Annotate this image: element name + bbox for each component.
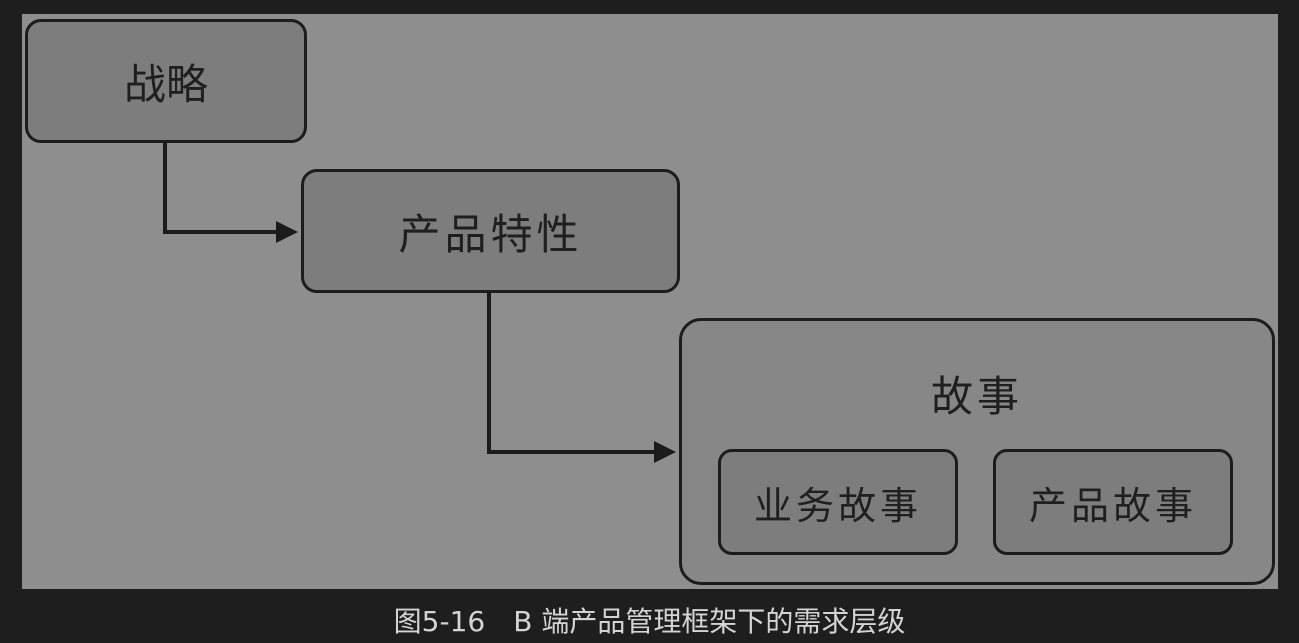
arrow-feature-to-story [487,293,662,454]
arrowhead-feature [276,221,298,243]
node-story: 故事 业务故事 产品故事 [679,318,1275,585]
node-business-story: 业务故事 [718,449,958,555]
figure-caption: 图5-16 B 端产品管理框架下的需求层级 [393,605,906,638]
node-product-story-label: 产品故事 [1028,483,1197,528]
node-strategy-label: 战略 [123,59,208,109]
node-strategy: 战略 [25,19,307,143]
node-story-label: 故事 [930,372,1023,421]
diagram-canvas: 战略 产品特性 故事 业务故事 产品故事 [22,14,1278,589]
node-product-feature-label: 产品特性 [398,209,583,259]
node-product-story: 产品故事 [993,449,1233,555]
arrowhead-story [654,441,676,463]
node-business-story-label: 业务故事 [753,483,922,528]
arrow-strategy-to-feature [163,143,290,234]
node-product-feature: 产品特性 [301,169,680,293]
